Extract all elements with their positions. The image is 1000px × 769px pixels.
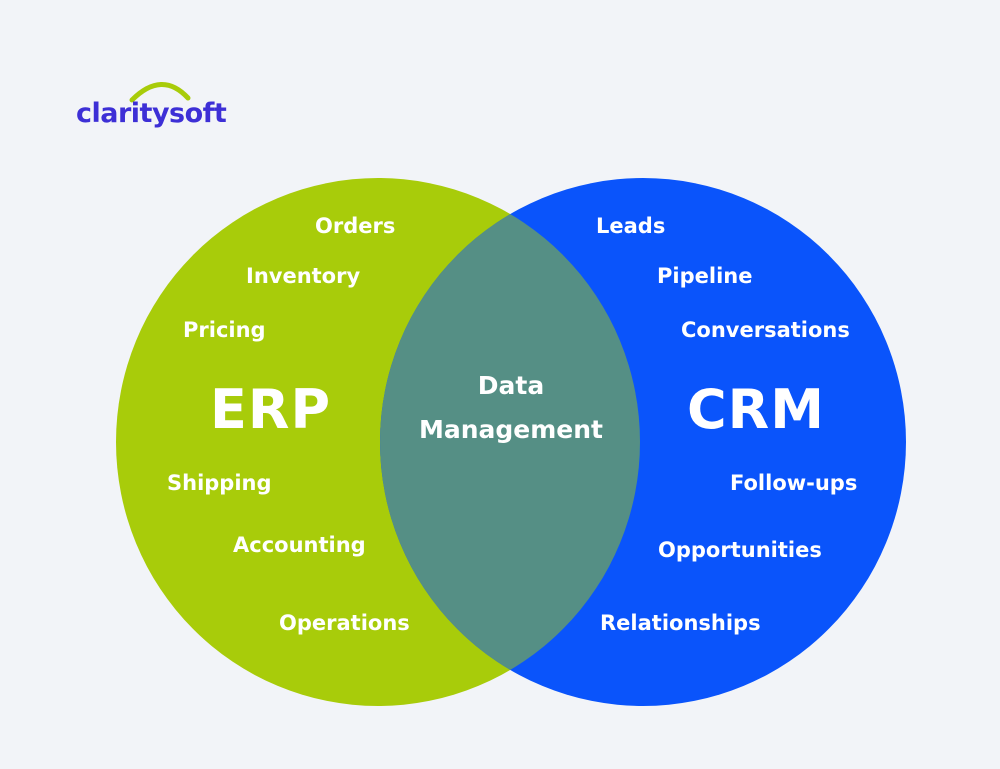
crm-item-relationships: Relationships (600, 611, 761, 635)
erp-title: ERP (210, 378, 332, 441)
crm-item-opportunities: Opportunities (658, 538, 822, 562)
erp-item-operations: Operations (279, 611, 410, 635)
claritysoft-logo: claritysoft (76, 76, 236, 136)
logo-arc-icon (129, 82, 191, 103)
overlap-label-line2: Management (418, 415, 604, 444)
crm-title: CRM (687, 378, 825, 441)
crm-item-pipeline: Pipeline (657, 264, 753, 288)
crm-item-conversations: Conversations (681, 318, 850, 342)
overlap-region (380, 178, 640, 706)
erp-item-inventory: Inventory (246, 264, 361, 288)
overlap-label-line1: Data (477, 371, 545, 400)
logo-text: claritysoft (76, 98, 227, 129)
overlap-label: Data Management (381, 364, 641, 452)
erp-item-orders: Orders (315, 214, 396, 238)
erp-item-pricing: Pricing (183, 318, 266, 342)
erp-item-accounting: Accounting (233, 533, 366, 557)
erp-item-shipping: Shipping (167, 471, 272, 495)
crm-item-follow-ups: Follow-ups (730, 471, 858, 495)
crm-item-leads: Leads (596, 214, 666, 238)
